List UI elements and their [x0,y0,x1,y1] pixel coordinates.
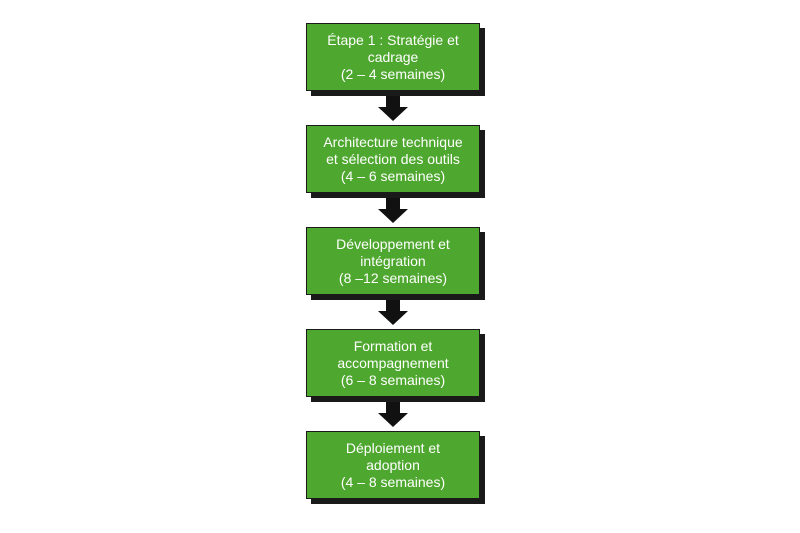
step-4-title-line-1: Formation et [353,337,433,354]
step-1-title-line-1: Étape 1 : Stratégie et [327,31,459,48]
step-4-title-line-2: accompagnement [337,354,449,371]
step-2-box: Architecture technique et sélection des … [306,125,480,193]
process-flowchart: Étape 1 : Stratégie et cadrage (2 – 4 se… [306,23,486,499]
down-arrow-icon [306,295,480,329]
step-3-title-line-2: intégration [360,252,426,269]
step-1-box: Étape 1 : Stratégie et cadrage (2 – 4 se… [306,23,480,91]
step-3-title-line-1: Développement et [336,235,450,252]
down-arrow-icon [306,91,480,125]
step-4-box: Formation et accompagnement (6 – 8 semai… [306,329,480,397]
step-3-box: Développement et intégration (8 –12 sema… [306,227,480,295]
step-2-title-line-2: et sélection des outils [326,150,460,167]
step-3-duration: (8 –12 semaines) [338,269,448,286]
step-4-duration: (6 – 8 semaines) [340,371,446,388]
step-5-box: Déploiement et adoption (4 – 8 semaines) [306,431,480,499]
step-1-duration: (2 – 4 semaines) [340,65,446,82]
step-2-title-line-1: Architecture technique [323,133,463,150]
down-arrow-icon [306,397,480,431]
step-5-title-line-2: adoption [366,456,420,473]
step-2-duration: (4 – 6 semaines) [340,167,446,184]
step-1-title-line-2: cadrage [367,48,419,65]
step-5-title-line-1: Déploiement et [345,439,441,456]
down-arrow-icon [306,193,480,227]
step-5-duration: (4 – 8 semaines) [340,473,446,490]
